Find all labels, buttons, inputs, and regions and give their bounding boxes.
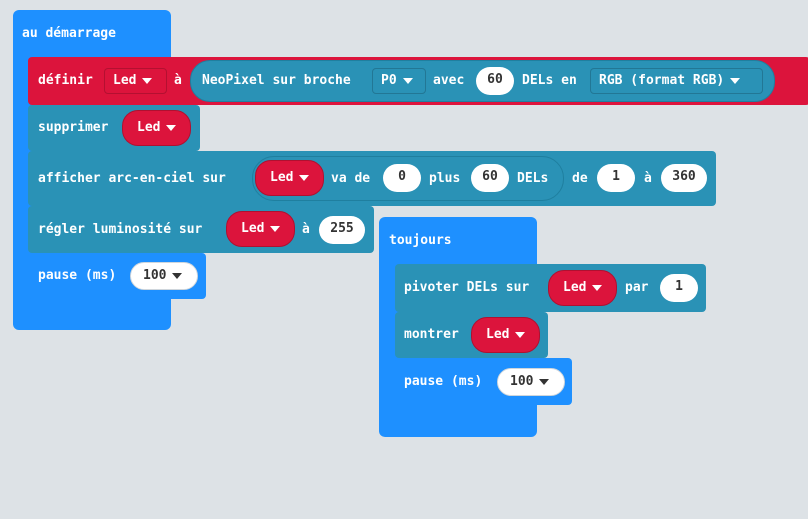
clear-label: supprimer [38,120,109,135]
hue-to-label: à [644,171,652,186]
range-start-input[interactable]: 0 [383,164,421,192]
pause-value-dropdown-start[interactable]: 100 [130,262,198,290]
dels-label: DELs [517,171,549,186]
show-label: montrer [404,327,459,342]
pause-value-dropdown-forever[interactable]: 100 [497,368,565,396]
brightness-to-label: à [302,222,310,237]
brightness-value-input[interactable]: 255 [319,216,365,244]
mode-dropdown[interactable]: RGB (format RGB) [590,68,763,94]
rainbow-label: afficher arc-en-ciel sur [38,171,226,186]
pause-value-forever: 100 [510,374,534,389]
led-count-input[interactable]: 60 [476,67,514,95]
chevron-down-icon [592,284,603,291]
set-variable-name: Led [113,73,137,88]
show-variable-pill[interactable]: Led [471,317,540,353]
pause-label-forever: pause (ms) [404,374,483,389]
range-from-label: va de [331,171,371,186]
hue-from-label: de [572,171,588,186]
chevron-down-icon [166,124,177,131]
brightness-variable-pill[interactable]: Led [226,211,295,247]
hue-end-input[interactable]: 360 [661,164,707,192]
forever-label: toujours [389,233,452,248]
chevron-down-icon [172,272,183,279]
set-to-label: à [174,73,182,88]
chevron-down-icon [539,378,550,385]
clear-variable-pill[interactable]: Led [122,110,191,146]
hue-start-input[interactable]: 1 [597,164,635,192]
on-start-spine [13,56,31,302]
on-start-label: au démarrage [22,26,116,41]
set-label: définir [38,73,93,88]
clear-variable-name: Led [137,120,161,135]
neopixel-label: NeoPixel sur broche [202,73,351,88]
range-length-input[interactable]: 60 [471,164,509,192]
mode-value: RGB (format RGB) [599,73,725,88]
leds-in-label: DELs en [522,73,577,88]
brightness-block[interactable] [28,206,374,253]
chevron-down-icon [515,331,526,338]
chevron-down-icon [270,225,281,232]
show-variable-name: Led [486,327,510,342]
brightness-variable-name: Led [241,221,265,236]
pin-dropdown[interactable]: P0 [372,68,426,94]
chevron-down-icon [730,77,741,84]
pin-value: P0 [381,73,397,88]
rotate-variable-pill[interactable]: Led [548,270,617,306]
rotate-value-input[interactable]: 1 [660,274,698,302]
with-label: avec [433,73,465,88]
set-variable-dropdown[interactable]: Led [104,68,167,94]
chevron-down-icon [402,77,413,84]
rotate-by-label: par [625,280,649,295]
rainbow-variable-name: Led [270,170,294,185]
brightness-label: régler luminosité sur [38,222,203,237]
pause-label-start: pause (ms) [38,268,117,283]
rotate-label: pivoter DELs sur [404,280,530,295]
chevron-down-icon [142,77,153,84]
rainbow-variable-pill[interactable]: Led [255,160,324,196]
rotate-variable-name: Led [563,280,587,295]
plus-label: plus [429,171,461,186]
chevron-down-icon [299,174,310,181]
pause-value-start: 100 [143,268,167,283]
